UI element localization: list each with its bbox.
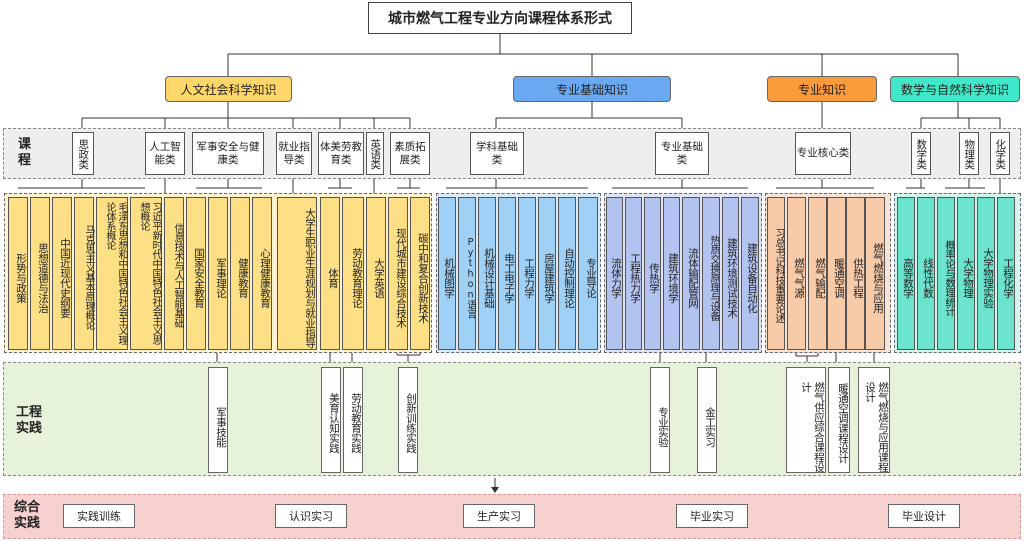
course-humanities: 习近平新时代中国特色社会主义思想概论 <box>130 197 162 350</box>
engineering-row-band <box>3 362 1021 476</box>
group-professional-basic: 专业基础类 <box>655 132 709 175</box>
course-discipline: 自动控制理论 <box>558 197 576 350</box>
course-math-science: 线性代数 <box>917 197 935 350</box>
course-discipline: Python语言 <box>458 197 476 350</box>
group-quality: 素质拓展类 <box>390 132 430 175</box>
course-humanities: 军事理论 <box>208 197 228 350</box>
course-humanities: 健康教育 <box>230 197 250 350</box>
group-politics: 思政类 <box>72 132 94 175</box>
course-core: 习总书记科技重要论述 <box>767 197 785 350</box>
course-humanities: 劳动教育理论 <box>342 197 364 350</box>
course-math-science: 高等数学 <box>897 197 915 350</box>
group-physics: 物理类 <box>959 132 979 175</box>
course-humanities: 现代城市建设综合技术 <box>388 197 408 350</box>
practice-hvac-design: 暖通空调课程设计 <box>828 367 850 473</box>
course-discipline: 专业导论 <box>578 197 598 350</box>
practice-professional-experiment: 专业实验 <box>650 367 670 473</box>
course-humanities: 毛泽东思想和中国特色社会主义理论体系概论 <box>96 197 128 350</box>
diagram-title: 城市燃气工程专业方向课程体系形式 <box>368 2 632 34</box>
group-core: 专业核心类 <box>795 132 851 175</box>
practice-metalworking: 金工实习 <box>697 367 717 473</box>
course-humanities: 形势与政策 <box>8 197 28 350</box>
course-core: 燃气气源 <box>787 197 806 350</box>
course-humanities: 国家安全教育 <box>186 197 206 350</box>
course-math-science: 大学物理实验 <box>977 197 995 350</box>
comprehensive-cognitive-internship: 认识实习 <box>275 504 347 528</box>
practice-gas-supply-design: 燃气供应综合课程设计 <box>786 367 826 473</box>
practice-gas-combustion-design: 燃气燃烧与应用课程设计 <box>858 367 890 473</box>
course-discipline: 机械设计基础 <box>478 197 496 350</box>
course-core: 燃气燃烧与应用 <box>865 197 885 350</box>
course-humanities: 信息技术与人工智能基础 <box>164 197 184 350</box>
course-humanities: 体育 <box>320 197 340 350</box>
course-core: 燃气输配 <box>808 197 827 350</box>
course-math-science: 工程化学 <box>997 197 1015 350</box>
course-math-science: 概率论与数理统计 <box>937 197 955 350</box>
course-professional-basic: 工程热力学 <box>625 197 642 350</box>
course-core: 供热工程 <box>846 197 865 350</box>
category-math-science: 数学与自然科学知识 <box>890 76 1020 102</box>
category-professional: 专业知识 <box>767 76 877 102</box>
group-pe-art-labor: 体美劳教育类 <box>318 132 364 175</box>
courses-row-label: 课程 <box>18 137 32 168</box>
engineering-row-label: 工程实践 <box>16 405 43 436</box>
practice-aesthetic: 美育认知实践 <box>321 367 341 473</box>
course-humanities: 碳中和复合创新技术 <box>410 197 430 350</box>
group-math: 数学类 <box>911 132 931 175</box>
course-discipline: 机械图学 <box>438 197 456 350</box>
group-discipline-basic: 学科基础类 <box>470 132 524 175</box>
group-ai: 人工智能类 <box>145 132 185 175</box>
group-career: 就业指导类 <box>276 132 312 175</box>
course-core: 暖通空调 <box>827 197 846 350</box>
course-professional-basic: 传热学 <box>644 197 661 350</box>
comprehensive-row-label: 综合实践 <box>14 500 41 531</box>
course-professional-basic: 建筑环境学 <box>663 197 680 350</box>
category-professional-basic: 专业基础知识 <box>513 76 671 102</box>
course-discipline: 工程力学 <box>518 197 536 350</box>
course-professional-basic: 热质交换原理与设备 <box>702 197 720 350</box>
course-humanities: 心理健康教育 <box>252 197 272 350</box>
group-military-health: 军事安全与健康类 <box>192 132 264 175</box>
comprehensive-practice-training: 实践训练 <box>63 504 135 528</box>
course-discipline: 房屋建筑学 <box>538 197 556 350</box>
practice-military-skills: 军事技能 <box>208 367 228 473</box>
course-math-science: 大学物理 <box>957 197 975 350</box>
course-professional-basic: 流体力学 <box>606 197 623 350</box>
course-professional-basic: 建筑环境测试技术 <box>722 197 739 350</box>
course-humanities: 大学生职业生涯规划与就业指导 <box>277 197 317 350</box>
comprehensive-production-internship: 生产实习 <box>463 504 535 528</box>
practice-labor: 劳动教育实践 <box>343 367 363 473</box>
course-humanities: 马克思主义基本原理概论 <box>74 197 94 350</box>
category-humanities: 人文社会科学知识 <box>165 76 292 102</box>
course-humanities: 中国近现代史纲要 <box>52 197 72 350</box>
course-professional-basic: 流体输配管网 <box>682 197 700 350</box>
course-professional-basic: 建筑设备自动化 <box>741 197 759 350</box>
course-discipline: 电工电子学 <box>498 197 516 350</box>
comprehensive-graduation-internship: 毕业实习 <box>676 504 748 528</box>
group-english: 英语类 <box>366 132 384 175</box>
course-humanities: 思想道德与法治 <box>30 197 50 350</box>
practice-innovation: 创新训练实践 <box>398 367 418 473</box>
course-humanities: 大学英语 <box>366 197 386 350</box>
comprehensive-graduation-design: 毕业设计 <box>888 504 960 528</box>
group-chemistry: 化学类 <box>990 132 1010 175</box>
